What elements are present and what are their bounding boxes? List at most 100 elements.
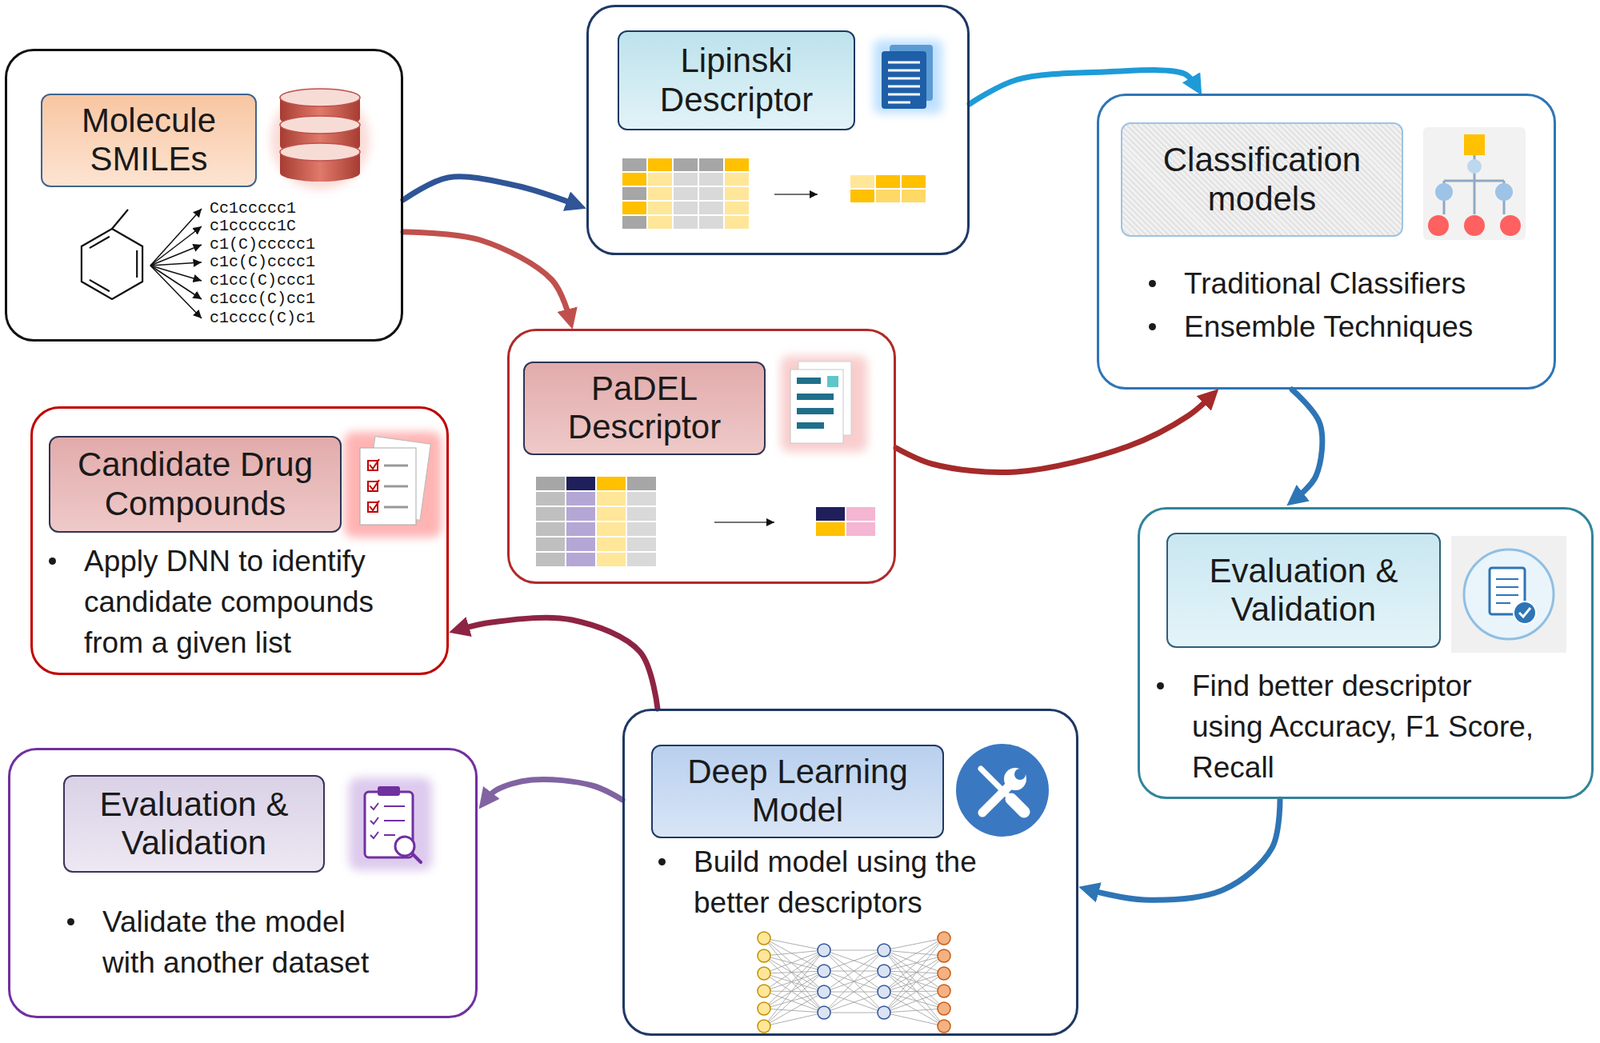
synapse-line — [884, 992, 944, 1027]
title-box: Candidate Drug Compounds — [48, 436, 342, 533]
clipboard-icon-part-part — [384, 820, 405, 822]
tree-icon-part — [1467, 159, 1482, 174]
synapse-line — [764, 971, 824, 974]
descriptor-table-cell — [699, 216, 724, 229]
synapse-line — [824, 1012, 884, 1014]
title-box: Evaluation & Validation — [1166, 532, 1441, 648]
descriptor-table-cell — [648, 201, 672, 215]
checklist-icon-part — [360, 448, 416, 525]
synapse-line — [884, 950, 944, 1027]
neuron-dot — [937, 1002, 951, 1016]
descriptor-table-cell — [627, 537, 656, 552]
smiles-label: c1ccc(C)cc1 — [209, 290, 316, 308]
flow-arrow — [403, 176, 576, 205]
validation-icon — [1451, 536, 1567, 653]
title-text: Evaluation & Validation — [1179, 552, 1428, 630]
tools-icon-part — [1014, 768, 1026, 780]
smiles-label: c1cccc(C)c1 — [209, 309, 316, 328]
synapse-line — [884, 938, 944, 1013]
reduction-arrow — [774, 193, 818, 196]
reduced-table-cell — [876, 175, 900, 188]
reduced-table-cell — [901, 175, 926, 188]
synapse-line — [764, 938, 824, 951]
descriptor-table-cell — [627, 476, 656, 491]
smiles-label: c1ccccc1C — [209, 217, 296, 236]
process-panel: Validate the model with another datasetE… — [8, 748, 478, 1019]
tree-icon-part-part — [1473, 180, 1476, 215]
checklist-icon-part-part — [384, 485, 408, 488]
synapse-line — [764, 956, 824, 1013]
validation-icon-part — [1519, 608, 1531, 617]
descriptor-table-cell — [536, 476, 565, 491]
reduced-table-cell — [876, 189, 900, 203]
checklist-icon-part — [384, 465, 408, 508]
synapse-line — [824, 992, 884, 1013]
descriptor-table-cell — [627, 522, 656, 536]
synapse-line — [824, 950, 884, 952]
neuron-dot — [757, 1002, 771, 1016]
neuron-dot — [757, 932, 771, 945]
title-box: PaDEL Descriptor — [523, 361, 766, 456]
descriptor-table-cell — [627, 552, 656, 567]
document-icon-part — [888, 62, 920, 103]
descriptor-icon — [780, 356, 868, 452]
descriptor-table-cell — [724, 216, 749, 229]
checklist-icon-part-part — [369, 480, 380, 490]
reduced-table — [850, 175, 926, 203]
descriptor-table-cell — [566, 476, 596, 491]
synapse-line — [764, 956, 824, 972]
synapse-line — [764, 938, 824, 1013]
tree-icon-part — [1428, 215, 1449, 236]
tools-icon-part — [1004, 768, 1027, 791]
database-icon — [270, 88, 370, 190]
checklist-icon-part-part — [384, 506, 408, 509]
database-icon-part — [280, 116, 360, 134]
synapse-line — [764, 992, 824, 1027]
bullet-item: Validate the model with another dataset — [67, 901, 391, 984]
descriptor-table-cell — [536, 537, 565, 552]
descriptor-table-cell — [673, 172, 698, 186]
bullet-dot — [48, 557, 56, 565]
synapse-line — [764, 991, 824, 992]
validation-icon-part-part — [1496, 586, 1519, 588]
bullet-item: Find better descriptor using Accuracy, F… — [1156, 665, 1544, 788]
synapse-line — [824, 950, 884, 972]
enumeration-arrows-part — [150, 265, 202, 300]
tree-icon-part — [1423, 127, 1526, 240]
descriptor-table-cell — [699, 158, 724, 172]
clipboard-icon-part-part — [370, 803, 379, 810]
tools-icon-part-part — [1011, 799, 1024, 812]
checklist-icon-part — [368, 459, 380, 512]
descriptor-table-cell — [622, 201, 647, 215]
validation-icon-part — [1496, 579, 1519, 604]
clipboard-icon — [348, 777, 432, 871]
process-panel: Traditional ClassifiersEnsemble Techniqu… — [1096, 93, 1556, 390]
descriptor-table-cell — [648, 172, 672, 186]
enumeration-arrows — [150, 208, 202, 319]
title-box: Lipinski Descriptor — [617, 30, 856, 131]
descriptor-table-cell — [536, 507, 565, 521]
synapse-line — [824, 971, 884, 1013]
synapse-line — [884, 956, 944, 1013]
neuron-dot — [877, 1006, 891, 1020]
synapse-line — [824, 950, 884, 1013]
descriptor-table-cell — [566, 507, 596, 521]
clipboard-icon-part — [412, 853, 421, 863]
title-box: Classification models — [1120, 122, 1404, 237]
document-icon — [873, 40, 943, 114]
descriptor-table-cell — [673, 158, 698, 172]
title-text: Molecule SMILEs — [53, 101, 244, 180]
bullet-item: Traditional Classifiers — [1148, 263, 1536, 304]
bullet-text: Build model using the better descriptors — [693, 841, 1014, 924]
clipboard-icon-part-part — [384, 834, 396, 836]
clipboard-icon-part-part — [370, 817, 379, 824]
tree-icon-part — [1464, 134, 1485, 156]
bullet-text: Ensemble Techniques — [1184, 306, 1536, 348]
bullet-dot — [1148, 323, 1156, 331]
synapse-line — [764, 950, 824, 992]
bullet-dot — [1156, 682, 1164, 690]
smiles-label: c1c(C)cccc1 — [209, 253, 316, 272]
descriptor-table-cell — [596, 492, 626, 506]
smiles-label: Cc1ccccc1 — [209, 200, 296, 218]
descriptor-icon-part — [796, 377, 821, 384]
